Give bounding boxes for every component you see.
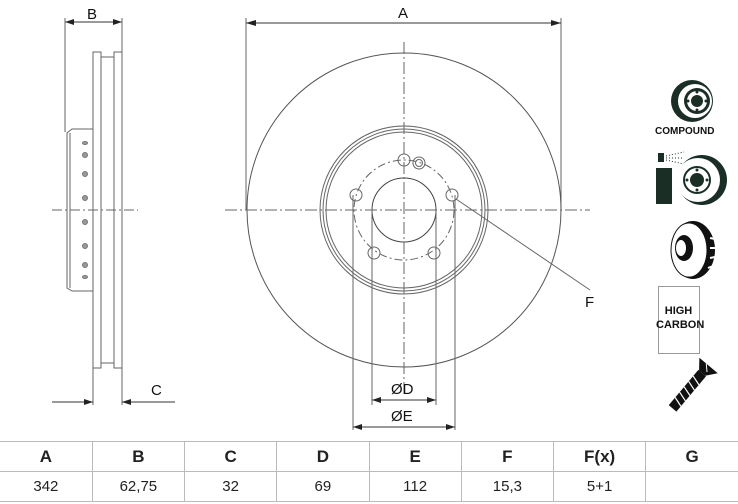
value-d: 69 <box>276 471 370 502</box>
value-g <box>645 471 738 502</box>
value-f: 15,3 <box>460 471 555 502</box>
coated-disc-spray-icon <box>656 151 727 205</box>
header-d: D <box>276 441 370 472</box>
header-b: B <box>91 441 186 472</box>
front-view <box>225 18 591 430</box>
vented-disc-icon <box>670 221 716 279</box>
value-b: 62,75 <box>91 471 186 502</box>
dimension-label-d: ØD <box>391 381 414 398</box>
high-carbon-label: HIGH CARBON <box>656 304 705 332</box>
dimension-label-f: F <box>585 294 594 311</box>
header-fx: F(x) <box>552 441 647 472</box>
dimension-label-c: C <box>151 382 162 399</box>
dimension-label-b: B <box>87 6 97 23</box>
brake-disc-technical-drawing: B C <box>52 5 727 430</box>
compound-disc-icon <box>671 80 713 122</box>
header-f: F <box>460 441 555 472</box>
value-c: 32 <box>183 471 278 502</box>
header-c: C <box>183 441 278 472</box>
high-carbon-line1: HIGH <box>664 305 693 317</box>
table-header-row: A B C D E F F(x) G <box>0 441 738 472</box>
value-a: 342 <box>0 471 93 502</box>
dimension-label-a: A <box>398 5 408 22</box>
dimension-label-e: ØE <box>391 408 413 425</box>
value-e: 112 <box>368 471 462 502</box>
high-carbon-line2: CARBON <box>656 319 705 331</box>
high-carbon-badge <box>658 286 700 354</box>
table-row: 342 62,75 32 69 112 15,3 5+1 <box>0 471 738 502</box>
specifications-table: A B C D E F F(x) G 342 62,75 32 69 112 1… <box>0 441 738 502</box>
value-fx: 5+1 <box>552 471 647 502</box>
screw-icon <box>668 357 718 412</box>
header-g: G <box>645 441 738 472</box>
side-view <box>52 18 175 405</box>
compound-label: COMPOUND <box>655 126 715 137</box>
header-e: E <box>368 441 462 472</box>
header-a: A <box>0 441 93 472</box>
